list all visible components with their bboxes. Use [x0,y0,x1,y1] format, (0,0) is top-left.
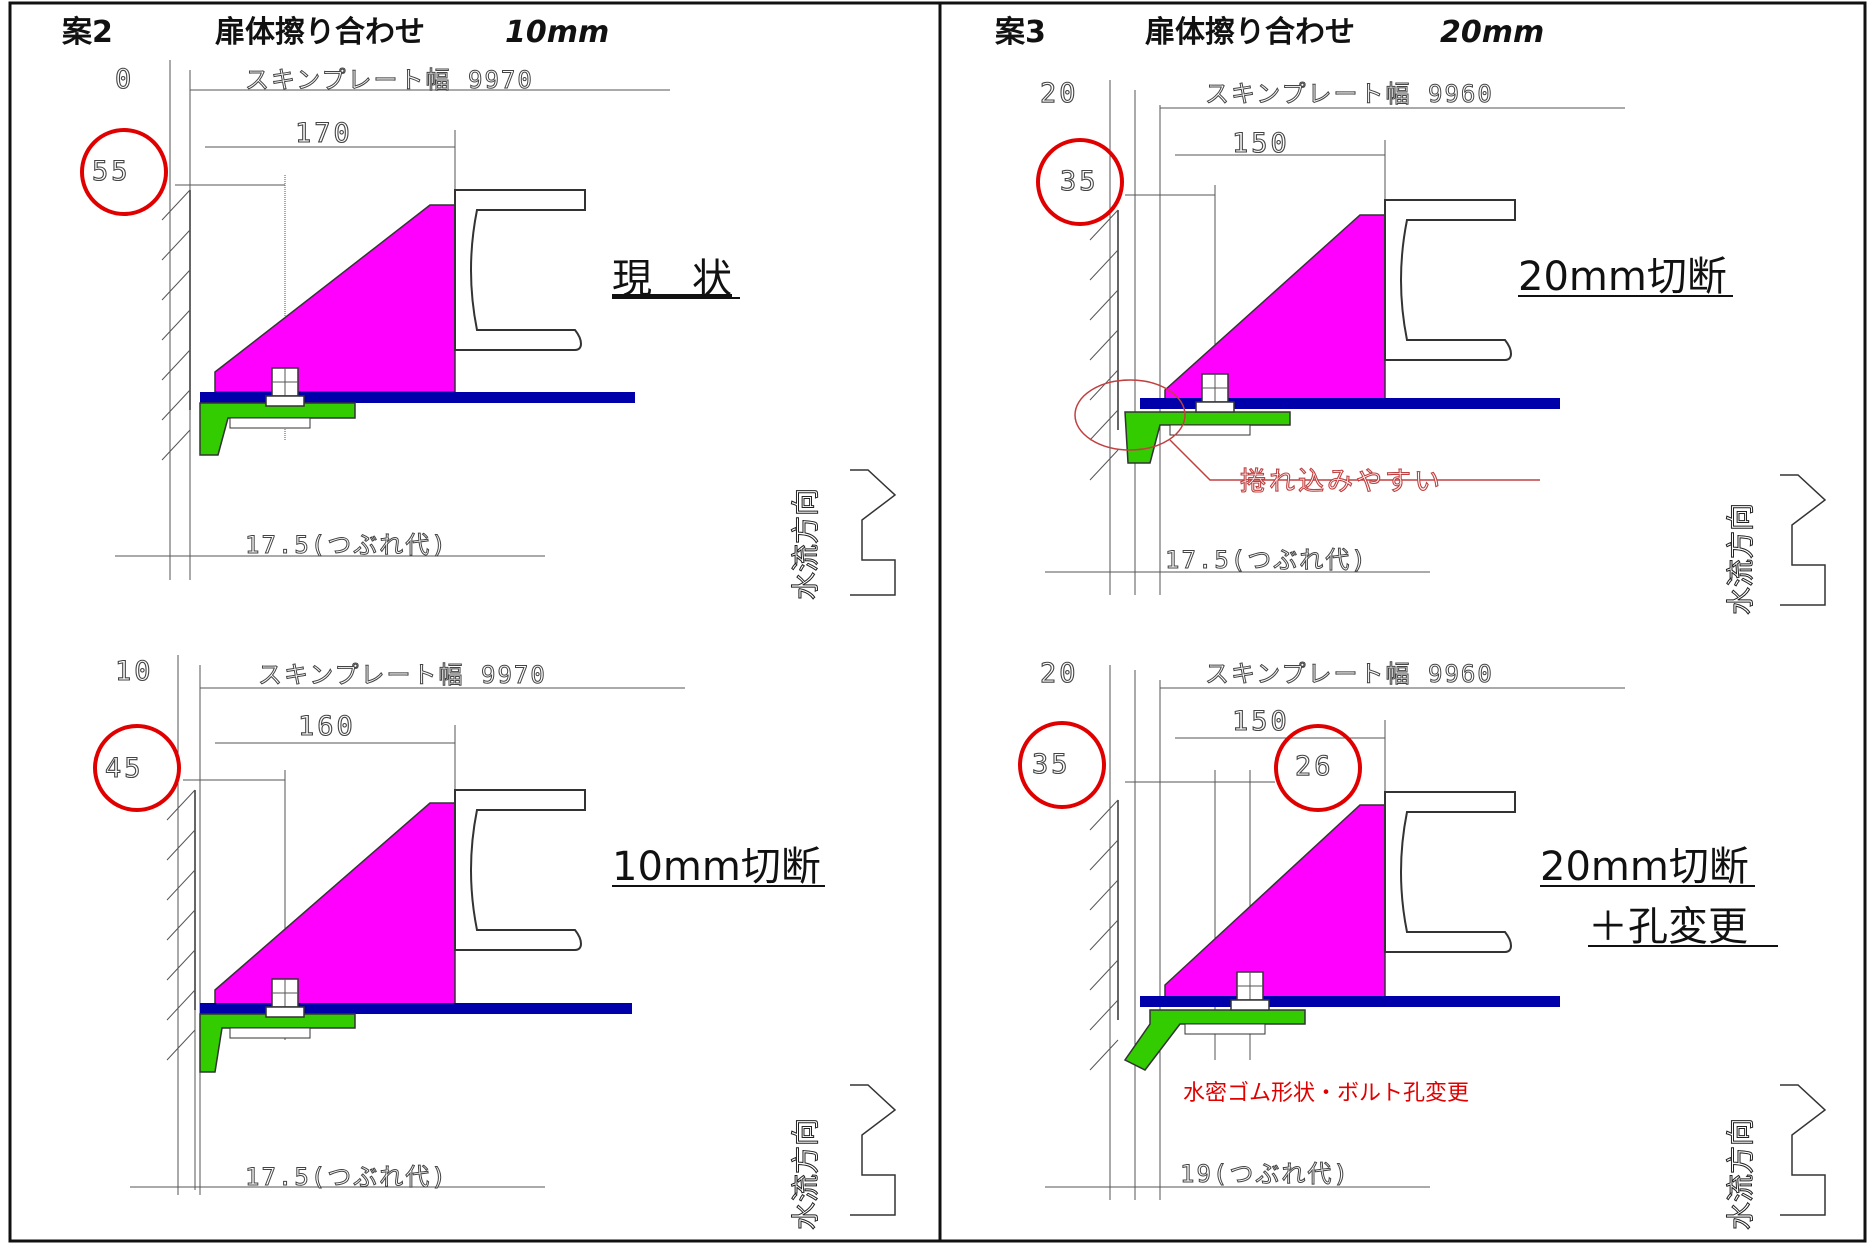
case2-top-detail: 0 スキンプレート幅 9970 170 55 17.5(つぶれ代) 現 状 水流… [80,60,897,601]
curl-in-note: 捲れ込みやすい [1240,467,1443,497]
case-label-line1: 20mm切断 [1540,844,1749,890]
flow-direction-label: 水流方向 [789,1118,822,1230]
gusset-plate [214,802,456,1006]
case-label: 10mm切断 [612,844,821,890]
highlight-circle [80,128,168,216]
case2-bottom-detail: 10 スキンプレート幅 9970 160 45 17.5(つぶれ代) 10mm切… [93,655,897,1231]
dimension-c: 26 [1295,751,1334,782]
crush-allowance: 17.5(つぶれ代) [1165,546,1368,574]
case3-top-detail: 捲れ込みやすい 20 スキンプレート幅 9960 150 35 17.5(つぶれ… [1036,77,1827,616]
highlight-circle [1018,721,1106,809]
crush-allowance: 17.5(つぶれ代) [245,1163,448,1191]
case3-title-description: 扉体擦り合わせ [1145,15,1355,50]
case3-bottom-detail: 20 スキンプレート幅 9960 150 35 26 19(つぶれ代) 水密ゴム… [1018,657,1827,1231]
highlight-circle [1274,724,1362,812]
flow-direction-icon [850,1084,897,1216]
flow-direction-icon [1780,1084,1827,1216]
dimension-b: 45 [105,753,144,784]
case2-title-number: 案2 [62,15,113,50]
bottom-plate [200,392,635,403]
trouble-zone-outline [1074,379,1186,451]
gusset-plate [1164,214,1386,401]
flow-direction-label: 水流方向 [789,488,822,600]
flow-direction-label: 水流方向 [1724,1118,1757,1230]
case2-title-description: 扉体擦り合わせ [215,15,425,50]
bottom-plate [1140,996,1560,1007]
case2-title-mm: 10mm [505,15,609,50]
skin-plate-width: スキンプレート幅 9960 [1205,660,1494,688]
gusset-plate [1164,804,1386,999]
rubber-seal [1123,1009,1306,1071]
highlight-circle [93,724,181,812]
seal-change-note: 水密ゴム形状・ボルト孔変更 [1183,1081,1469,1106]
gap-dimension: 20 [1040,78,1079,109]
case-label-line2: ＋孔変更 [1588,904,1748,950]
rubber-seal [199,1013,356,1073]
rubber-seal [1124,411,1291,464]
flow-direction-icon [1780,474,1827,606]
dimension-a: 170 [295,118,353,149]
dimension-b: 35 [1032,749,1071,780]
gap-dimension: 20 [1040,658,1079,689]
crush-allowance: 19(つぶれ代) [1180,1160,1350,1188]
crush-allowance: 17.5(つぶれ代) [245,531,448,559]
dimension-a: 150 [1232,128,1290,159]
dimension-a: 150 [1232,706,1290,737]
case3-title-number: 案3 [995,15,1046,50]
flow-direction-label: 水流方向 [1724,503,1757,615]
gap-dimension: 10 [115,656,154,687]
skin-plate-width: スキンプレート幅 9960 [1205,80,1494,108]
dimension-b: 55 [92,156,131,187]
gap-dimension: 0 [115,64,134,95]
dimension-b: 35 [1060,166,1099,197]
bottom-plate [1140,398,1560,409]
case-label: 現 状 [612,256,732,302]
dimension-a: 160 [298,711,356,742]
highlight-circle [1036,138,1124,226]
case-label: 20mm切断 [1518,254,1727,300]
sheet-border [8,1,1867,1243]
gusset-plate [214,204,456,393]
rubber-seal [199,402,356,456]
case3-title-mm: 20mm [1440,15,1544,50]
skin-plate-width: スキンプレート幅 9970 [245,66,534,94]
bottom-plate [200,1003,632,1014]
flow-direction-icon [850,469,897,596]
skin-plate-width: スキンプレート幅 9970 [258,661,547,689]
